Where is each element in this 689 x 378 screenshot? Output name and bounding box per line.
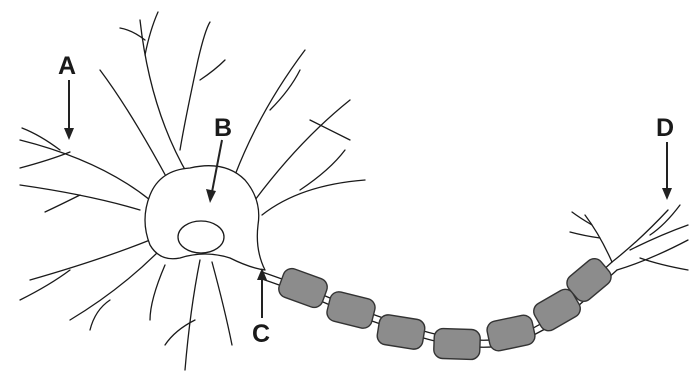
myelin-sheath xyxy=(485,314,536,353)
label-c: C xyxy=(252,320,270,348)
label-a: A xyxy=(58,52,76,80)
arrowhead-d xyxy=(662,188,672,200)
label-d: D xyxy=(656,114,674,142)
cell-body xyxy=(145,166,265,270)
arrowhead-a xyxy=(64,128,74,140)
label-b: B xyxy=(214,114,232,142)
axon-terminals xyxy=(570,205,688,270)
myelin-sheath xyxy=(433,328,480,360)
nucleus xyxy=(178,221,224,253)
myelin-sheath xyxy=(276,266,329,310)
myelin-sheath xyxy=(325,290,377,330)
myelin-sheaths xyxy=(276,255,614,360)
myelin-sheath xyxy=(376,314,426,351)
